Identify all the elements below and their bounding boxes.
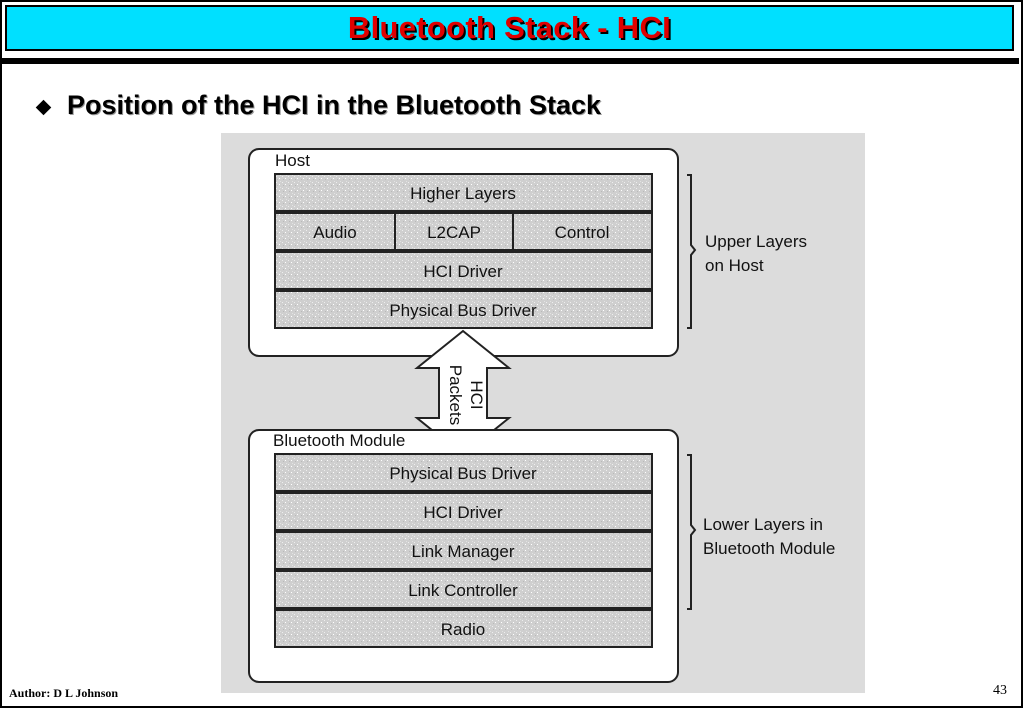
host-label: Host [275,151,310,170]
upper-brace [687,174,697,329]
module-bus-driver-box [274,453,653,492]
host-higher-layers-label: Higher Layers [410,184,516,203]
page-number: 43 [993,683,1007,698]
arrow-label-hci: HCI [467,380,486,409]
upper-layers-label-line1: Upper Layers [705,232,807,251]
slide-title: Bluetooth Stack - HCI [347,10,672,45]
host-hci-driver-box [274,251,653,290]
lower-brace [687,454,697,610]
lower-layers-label-line1: Lower Layers in [703,515,823,534]
author-credit: Author: D L Johnson [9,686,119,700]
upper-layers-label-line2: on Host [705,256,764,275]
hci-stack-svg: Host Higher Layers Audio L2CAP Control H… [248,148,835,683]
host-hci-driver-label: HCI Driver [423,262,503,281]
host-bus-driver-box [274,290,653,329]
module-hci-driver-box [274,492,653,531]
arrow-label-packets: Packets [446,365,465,425]
module-radio-label: Radio [441,620,485,639]
lower-layers-label-line2: Bluetooth Module [703,539,835,558]
module-bus-driver-label: Physical Bus Driver [389,464,537,483]
host-audio-label: Audio [313,223,356,242]
host-higher-layers-box [274,173,653,212]
module-link-controller-box [274,570,653,609]
host-l2cap-label: L2CAP [427,223,481,242]
host-control-label: Control [555,223,610,242]
module-link-manager-box [274,531,653,570]
module-radio-box [274,609,653,648]
module-label: Bluetooth Module [273,431,405,450]
bullet-text: Position of the HCI in the Bluetooth Sta… [67,90,602,120]
hci-stack-diagram: Host Higher Layers Audio L2CAP Control H… [221,133,865,693]
title-divider [0,58,1019,64]
host-audio-box [274,212,396,251]
bullet-item: Position of the HCI in the Bluetooth Sta… [35,90,602,121]
module-hci-driver-label: HCI Driver [423,503,503,522]
host-l2cap-box [394,212,514,251]
diamond-bullet-icon [35,99,52,116]
module-link-controller-label: Link Controller [408,581,518,600]
module-link-manager-label: Link Manager [411,542,514,561]
host-bus-driver-label: Physical Bus Driver [389,301,537,320]
host-control-box [512,212,653,251]
title-bar: Bluetooth Stack - HCI [5,5,1014,51]
